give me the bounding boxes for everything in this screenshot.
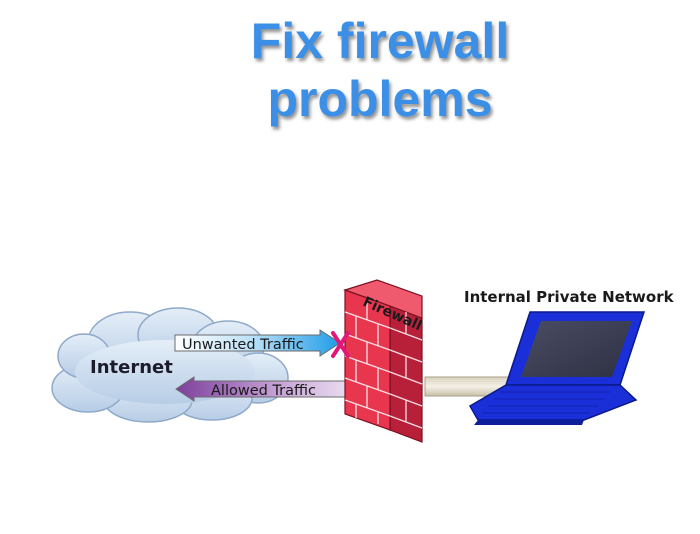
title-line-1: Fix firewall [250, 13, 510, 69]
allowed-traffic-label: Allowed Traffic [211, 383, 316, 399]
internet-label: Internet [90, 357, 173, 378]
title-line-2: problems [267, 71, 493, 127]
internal-network-label: Internal Private Network [464, 288, 675, 306]
blocked-x-icon [331, 331, 350, 358]
laptop-icon [468, 311, 646, 425]
firewall-brick-icon [343, 279, 423, 443]
unwanted-traffic-label: Unwanted Traffic [182, 337, 304, 353]
cloud-icon [51, 307, 289, 423]
page-title: Fix firewall problems [170, 12, 590, 128]
unwanted-traffic-arrow [174, 329, 341, 357]
